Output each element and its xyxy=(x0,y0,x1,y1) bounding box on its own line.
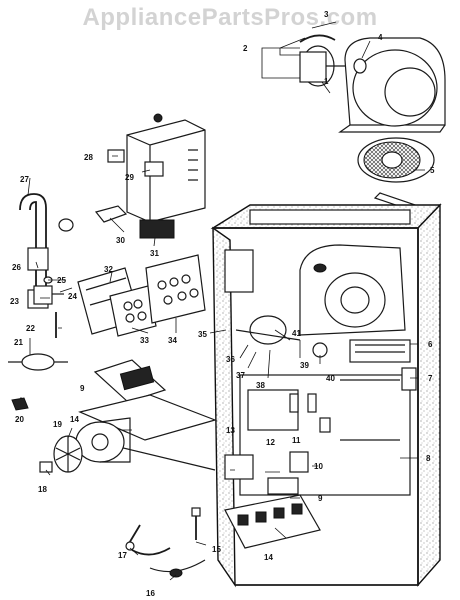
part-label-19: 19 xyxy=(53,420,62,429)
bracket-30 xyxy=(94,205,128,223)
part-label-20: 20 xyxy=(15,415,24,424)
part-label-9-right: 9 xyxy=(318,494,323,503)
part-label-28: 28 xyxy=(84,153,93,162)
part-label-39: 39 xyxy=(300,361,309,370)
part-label-33: 33 xyxy=(140,336,149,345)
part-label-38: 38 xyxy=(256,381,265,390)
part-label-17: 17 xyxy=(118,551,127,560)
part-label-8: 8 xyxy=(426,454,431,463)
watermark-text: AppliancePartsPros.com xyxy=(82,4,378,31)
control-board-enclosure xyxy=(126,113,206,223)
part-label-40: 40 xyxy=(326,374,335,383)
inducer-housing xyxy=(299,244,406,336)
part-label-36: 36 xyxy=(226,355,235,364)
rollout-switch xyxy=(401,367,417,391)
blower-housing xyxy=(338,37,446,133)
burner-face-plate-34 xyxy=(145,254,206,324)
leader-lines xyxy=(20,21,425,581)
limit-switch xyxy=(349,339,411,363)
part-label-9-left: 9 xyxy=(80,384,85,393)
part-label-13: 13 xyxy=(226,426,235,435)
blower-wheel xyxy=(357,137,435,183)
part-label-21: 21 xyxy=(14,338,23,347)
plug-18 xyxy=(39,461,53,473)
part-label-26: 26 xyxy=(12,263,21,272)
burner-assembly xyxy=(224,477,321,549)
heat-exchanger xyxy=(239,374,411,496)
part-label-4: 4 xyxy=(378,33,383,42)
igniter-21 xyxy=(8,353,68,371)
part-label-22: 22 xyxy=(26,324,35,333)
part-label-31: 31 xyxy=(150,249,159,258)
part-label-16: 16 xyxy=(146,589,155,598)
part-label-6: 6 xyxy=(428,340,433,349)
part-label-23: 23 xyxy=(10,297,19,306)
part-label-11: 11 xyxy=(292,436,301,445)
part-label-18: 18 xyxy=(38,485,47,494)
part-label-37: 37 xyxy=(236,371,245,380)
part-label-27: 27 xyxy=(20,175,29,184)
part-label-41: 41 xyxy=(292,329,301,338)
part-label-2: 2 xyxy=(243,44,248,53)
part-label-15: 15 xyxy=(212,545,221,554)
part-label-32: 32 xyxy=(104,265,113,274)
transformer-box xyxy=(224,249,254,293)
wheel-19 xyxy=(53,435,83,473)
part-label-14-bottom: 14 xyxy=(264,553,273,562)
part-label-24: 24 xyxy=(68,292,77,301)
inducer-assembly-9 xyxy=(93,359,167,403)
control-box-13 xyxy=(224,454,254,480)
part-label-34: 34 xyxy=(168,336,177,345)
part-label-1: 1 xyxy=(324,77,329,86)
part-label-25: 25 xyxy=(57,276,66,285)
gasket-20 xyxy=(11,397,29,411)
blower-motor xyxy=(299,34,367,87)
part-label-14-left: 14 xyxy=(70,415,79,424)
part-label-29: 29 xyxy=(125,173,134,182)
flame-sensor-17 xyxy=(125,524,171,556)
gasket-33 xyxy=(109,285,157,337)
part-label-30: 30 xyxy=(116,236,125,245)
part-label-3: 3 xyxy=(324,10,329,19)
wire-harness-16 xyxy=(149,559,206,578)
fuse-block-31 xyxy=(139,219,175,239)
component-10 xyxy=(289,451,309,473)
sensor-15 xyxy=(191,507,201,540)
part-label-10: 10 xyxy=(314,462,323,471)
inducer-motor-14 xyxy=(75,417,131,463)
part-label-35: 35 xyxy=(198,330,207,339)
part-label-12: 12 xyxy=(266,438,275,447)
gas-valve-assembly xyxy=(235,315,328,358)
part-label-7: 7 xyxy=(428,374,433,383)
relay-29 xyxy=(144,161,164,177)
part-label-5: 5 xyxy=(430,166,435,175)
furnace-cabinet xyxy=(210,203,442,588)
